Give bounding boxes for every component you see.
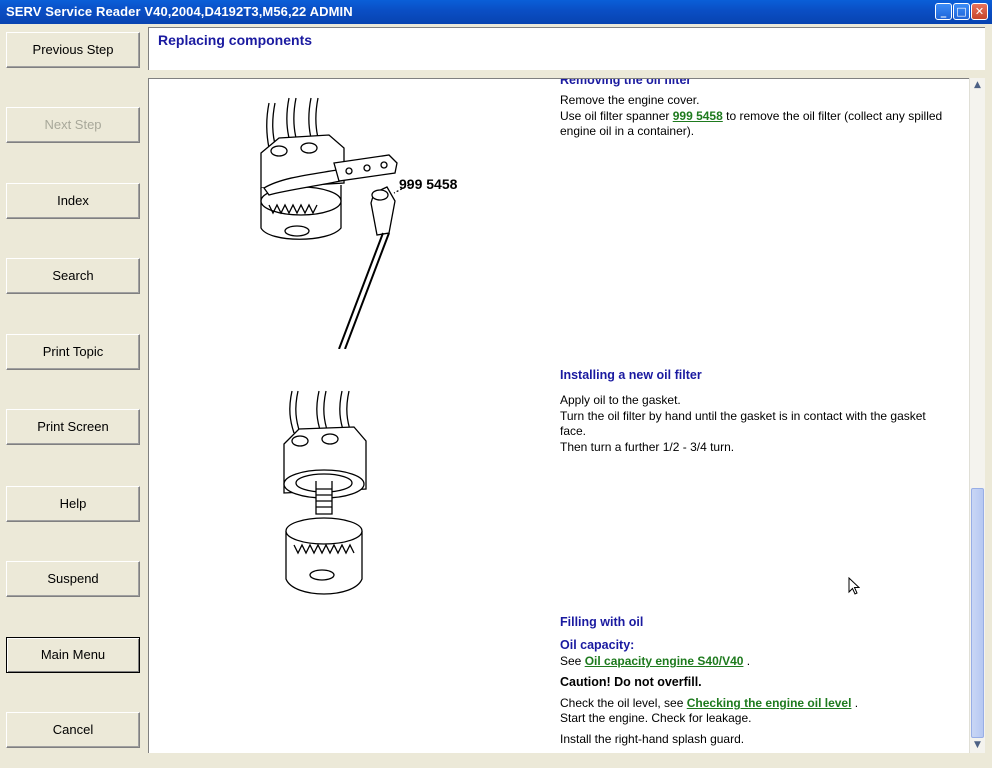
print-topic-button[interactable]: Print Topic	[6, 334, 140, 370]
scroll-down-icon[interactable]: ▼	[974, 740, 981, 750]
scroll-up-icon[interactable]: ▲	[974, 80, 981, 90]
filling-heading: Filling with oil	[560, 615, 644, 629]
title-bar[interactable]: SERV Service Reader V40,2004,D4192T3,M56…	[0, 0, 992, 24]
window-title: SERV Service Reader V40,2004,D4192T3,M56…	[6, 4, 353, 19]
content-pane[interactable]: 999 5458 Removing the oil filter Remove …	[148, 78, 972, 753]
oil-filter-spanner-illustration	[260, 97, 410, 349]
main-menu-button[interactable]: Main Menu	[6, 637, 140, 673]
removing-heading: Removing the oil filter	[560, 78, 692, 87]
scroll-thumb[interactable]	[971, 488, 984, 738]
installing-line4: Then turn a further 1/2 - 3/4 turn.	[560, 440, 735, 454]
index-button[interactable]: Index	[6, 183, 140, 219]
previous-step-button[interactable]: Previous Step	[6, 32, 140, 68]
cancel-button[interactable]: Cancel	[6, 712, 140, 748]
installing-line3: face.	[560, 424, 587, 438]
caution-text: Caution! Do not overfill.	[560, 675, 702, 689]
suspend-button[interactable]: Suspend	[6, 561, 140, 597]
search-button[interactable]: Search	[6, 258, 140, 294]
installing-line2: Turn the oil filter by hand until the ga…	[560, 409, 926, 423]
minimize-button[interactable]: _	[935, 3, 952, 20]
removing-line2: Use oil filter spanner 999 5458 to remov…	[560, 109, 943, 123]
spanner-part-link[interactable]: 999 5458	[672, 109, 723, 123]
help-button[interactable]: Help	[6, 486, 140, 522]
start-engine-line: Start the engine. Check for leakage.	[560, 711, 752, 725]
nav-panel: Previous Step Next Step Index Search Pri…	[0, 24, 147, 768]
mouse-cursor-icon	[848, 577, 860, 595]
spanner-part-number-label: 999 5458	[399, 176, 458, 192]
maximize-button[interactable]: □	[953, 3, 970, 20]
page-title: Replacing components	[158, 32, 313, 48]
close-button[interactable]: ✕	[971, 3, 988, 20]
print-screen-button[interactable]: Print Screen	[6, 409, 140, 445]
oil-capacity-link[interactable]: Oil capacity engine S40/V40	[584, 654, 744, 668]
removing-line1: Remove the engine cover.	[560, 93, 700, 107]
installing-heading: Installing a new oil filter	[560, 368, 702, 382]
check-oil-level-link[interactable]: Checking the engine oil level	[686, 696, 852, 710]
oil-capacity-heading: Oil capacity:	[560, 638, 635, 652]
splash-guard-line: Install the right-hand splash guard.	[560, 732, 745, 746]
check-oil-line: Check the oil level, see Checking the en…	[560, 696, 859, 710]
next-step-button[interactable]: Next Step	[6, 107, 140, 143]
new-oil-filter-illustration	[283, 390, 367, 595]
topic-header: Replacing components	[148, 27, 985, 70]
removing-line3: engine oil in a container).	[560, 124, 695, 138]
oil-capacity-line: See Oil capacity engine S40/V40 .	[560, 654, 751, 668]
installing-line1: Apply oil to the gasket.	[560, 393, 681, 407]
vertical-scrollbar[interactable]: ▲ ▼	[969, 78, 985, 753]
